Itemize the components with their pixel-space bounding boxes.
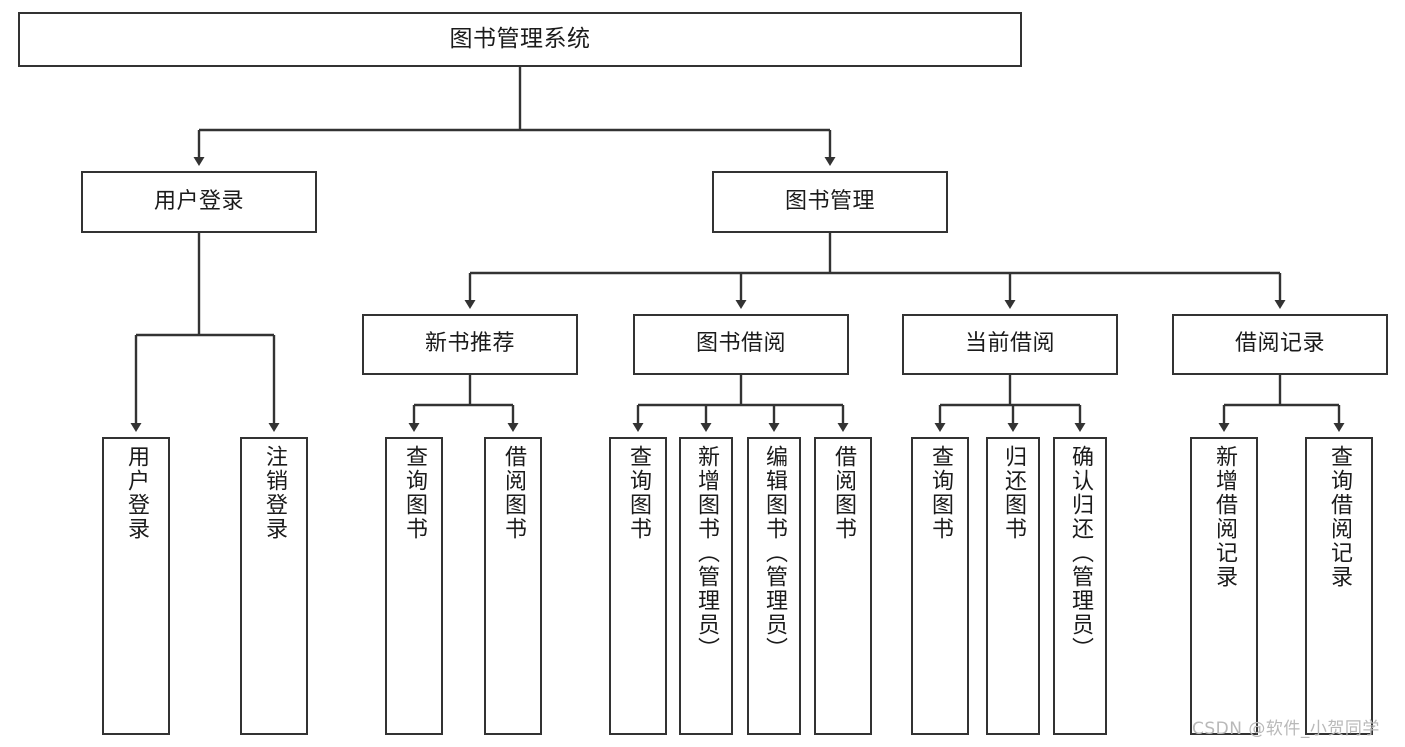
leaf-borrow-book-newbook[interactable]: 借阅图书 [484,437,542,735]
leaf-logout-login[interactable]: 注销登录 [240,437,308,735]
leaf-query-book-current[interactable]: 查询图书 [911,437,969,735]
leaf-borrow-book-label: 借阅图书 [831,445,856,541]
node-borrow-record[interactable]: 借阅记录 [1172,314,1388,375]
node-book-borrow-label: 图书借阅 [695,331,786,357]
node-book-borrow[interactable]: 图书借阅 [633,314,849,375]
leaf-borrow-book-newbook-label: 借阅图书 [501,445,526,541]
node-new-book-recommend-label: 新书推荐 [424,331,515,357]
leaf-query-book-current-label: 查询图书 [928,445,953,541]
leaf-query-book-borrow-label: 查询图书 [626,445,651,541]
node-root-label: 图书管理系统 [449,25,591,52]
node-book-management[interactable]: 图书管理 [712,171,948,233]
leaf-add-book-admin[interactable]: 新增图书（管理员） [679,437,733,735]
leaf-borrow-book[interactable]: 借阅图书 [814,437,872,735]
leaf-query-book-newbook-label: 查询图书 [402,445,427,541]
node-current-borrow-label: 当前借阅 [964,331,1055,357]
leaf-confirm-return-admin-label: 确认归还（管理员） [1068,445,1093,661]
leaf-add-borrow-record[interactable]: 新增借阅记录 [1190,437,1258,735]
watermark: CSDN @软件_小贺同学 [1192,719,1380,739]
leaf-query-book-newbook[interactable]: 查询图书 [385,437,443,735]
leaf-add-borrow-record-label: 新增借阅记录 [1212,445,1237,589]
node-borrow-record-label: 借阅记录 [1234,331,1325,357]
leaf-return-book[interactable]: 归还图书 [986,437,1040,735]
node-user-login[interactable]: 用户登录 [81,171,317,233]
leaf-edit-book-admin-label: 编辑图书（管理员） [762,445,787,661]
leaf-query-borrow-record-label: 查询借阅记录 [1327,445,1352,589]
leaf-user-login[interactable]: 用户登录 [102,437,170,735]
leaf-add-book-admin-label: 新增图书（管理员） [694,445,719,661]
node-root[interactable]: 图书管理系统 [18,12,1022,67]
node-book-management-label: 图书管理 [784,188,875,214]
leaf-edit-book-admin[interactable]: 编辑图书（管理员） [747,437,801,735]
leaf-user-login-label: 用户登录 [124,445,149,541]
node-new-book-recommend[interactable]: 新书推荐 [362,314,578,375]
leaf-confirm-return-admin[interactable]: 确认归还（管理员） [1053,437,1107,735]
node-current-borrow[interactable]: 当前借阅 [902,314,1118,375]
leaf-return-book-label: 归还图书 [1001,445,1026,541]
leaf-query-borrow-record[interactable]: 查询借阅记录 [1305,437,1373,735]
leaf-query-book-borrow[interactable]: 查询图书 [609,437,667,735]
node-user-login-label: 用户登录 [153,188,244,214]
leaf-logout-login-label: 注销登录 [262,445,287,541]
